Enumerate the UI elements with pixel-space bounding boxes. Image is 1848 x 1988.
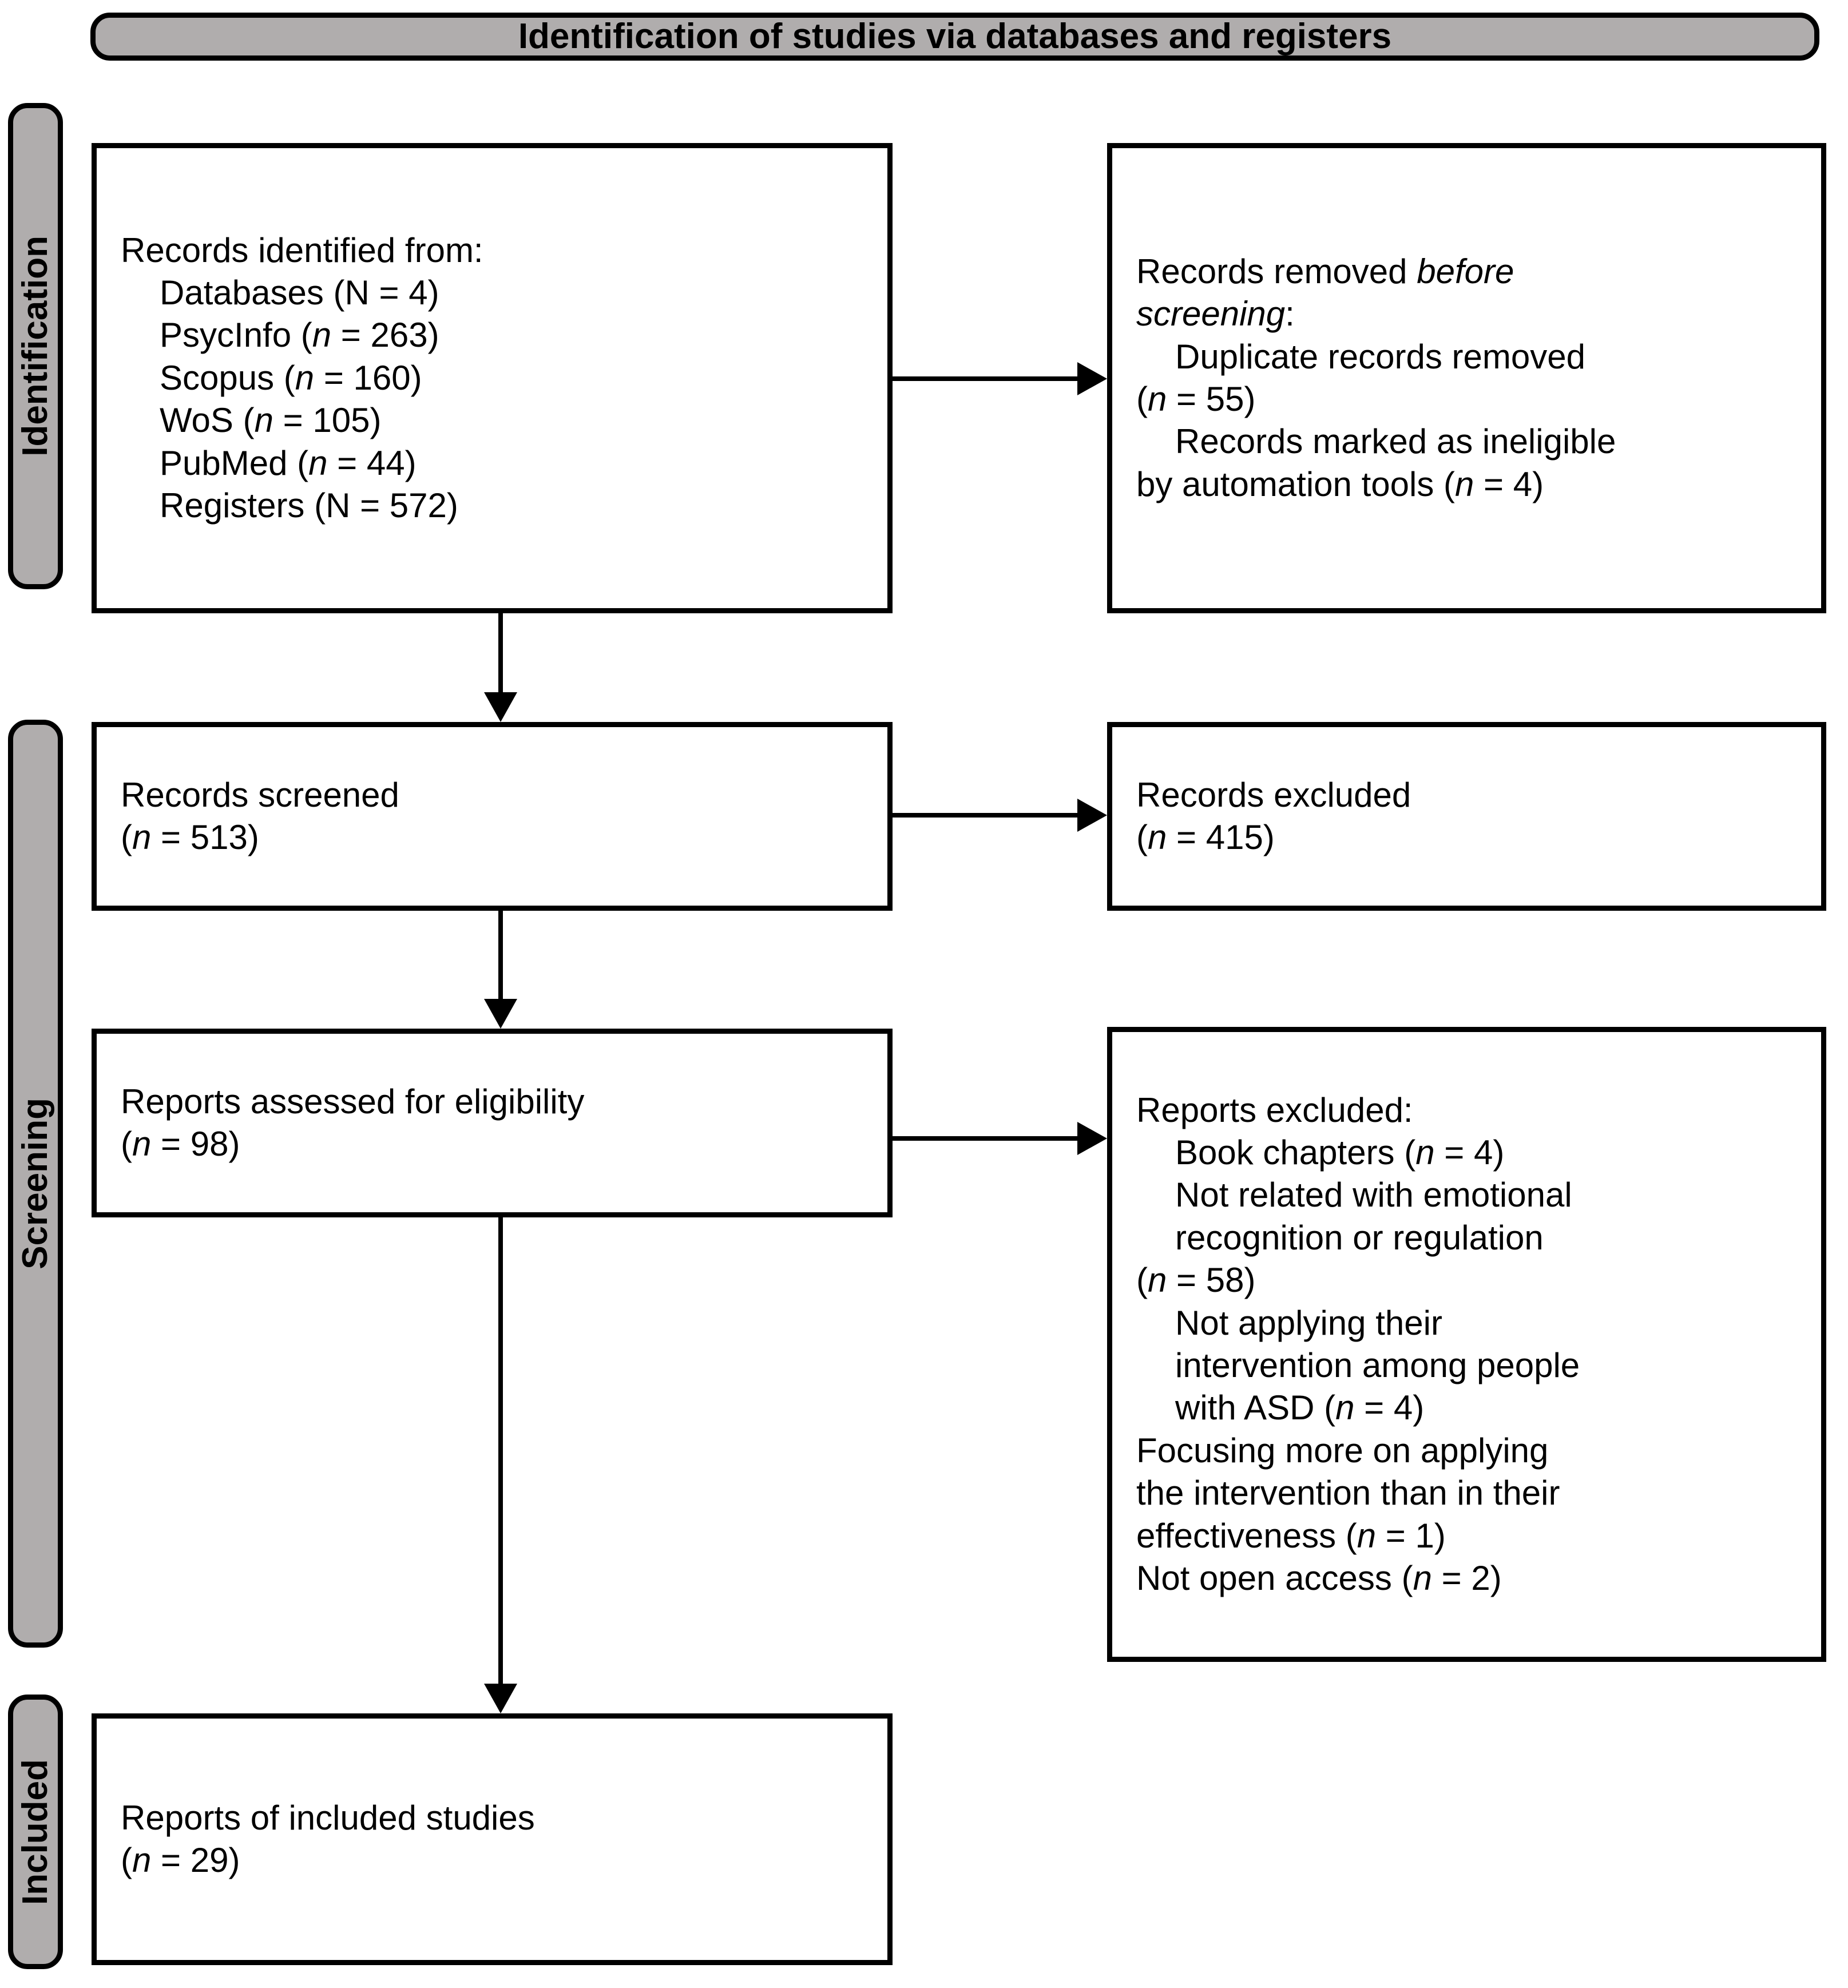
records-identified-item: Databases (N = 4) xyxy=(160,273,439,312)
reports-excluded-item: Not applying their xyxy=(1175,1303,1442,1342)
stage-band-included: Included xyxy=(8,1695,63,1969)
stage-band-identification: Identification xyxy=(8,103,63,589)
records-excluded-line2: (n = 415) xyxy=(1136,818,1275,856)
reports-excluded-item: recognition or regulation xyxy=(1175,1218,1544,1257)
reports-excluded-item: Focusing more on applying xyxy=(1136,1431,1549,1470)
diagram-header-title: Identification of studies via databases … xyxy=(518,17,1392,56)
reports-assessed-line2: (n = 98) xyxy=(121,1125,240,1163)
box-reports-excluded: Reports excluded: Book chapters (n = 4) … xyxy=(1107,1027,1826,1662)
records-identified-item: Scopus (n = 160) xyxy=(160,358,422,397)
records-screened-line2: (n = 513) xyxy=(121,818,259,856)
box-records-excluded: Records excluded (n = 415) xyxy=(1107,722,1826,911)
records-removed-title-line2: screening: xyxy=(1136,295,1295,334)
reports-excluded-title: Reports excluded: xyxy=(1136,1090,1413,1129)
reports-excluded-item: Book chapters (n = 4) xyxy=(1175,1133,1505,1172)
stage-label-screening: Screening xyxy=(15,1098,55,1269)
box-records-removed: Records removed before screening: Duplic… xyxy=(1107,143,1826,613)
records-identified-item: WoS (n = 105) xyxy=(160,401,382,440)
reports-excluded-item: Not related with emotional xyxy=(1175,1176,1572,1215)
reports-included-line1: Reports of included studies xyxy=(121,1798,535,1837)
stage-label-included: Included xyxy=(15,1759,55,1905)
records-identified-item: PsycInfo (n = 263) xyxy=(160,316,439,355)
stage-band-screening: Screening xyxy=(8,720,63,1648)
reports-excluded-item: (n = 58) xyxy=(1136,1261,1256,1300)
records-removed-item: (n = 55) xyxy=(1136,380,1256,418)
records-removed-item: by automation tools (n = 4) xyxy=(1136,465,1544,503)
records-identified-item: Registers (N = 572) xyxy=(160,486,458,525)
reports-included-line2: (n = 29) xyxy=(121,1841,240,1879)
reports-excluded-item: with ASD (n = 4) xyxy=(1175,1388,1425,1427)
records-identified-title: Records identified from: xyxy=(121,231,483,269)
records-removed-title-line1: Records removed before xyxy=(1136,252,1514,291)
box-reports-included: Reports of included studies (n = 29) xyxy=(92,1713,893,1965)
records-removed-item: Records marked as ineligible xyxy=(1175,422,1616,461)
records-excluded-line1: Records excluded xyxy=(1136,775,1411,814)
records-screened-line1: Records screened xyxy=(121,775,399,814)
reports-excluded-item: the intervention than in their xyxy=(1136,1474,1560,1513)
reports-excluded-item: intervention among people xyxy=(1175,1346,1580,1384)
reports-excluded-item: effectiveness (n = 1) xyxy=(1136,1516,1446,1555)
reports-excluded-item: Not open access (n = 2) xyxy=(1136,1558,1502,1597)
box-records-identified: Records identified from: Databases (N = … xyxy=(92,143,893,613)
box-reports-assessed: Reports assessed for eligibility (n = 98… xyxy=(92,1029,893,1217)
records-identified-item: PubMed (n = 44) xyxy=(160,443,417,482)
stage-label-identification: Identification xyxy=(15,236,55,457)
reports-assessed-line1: Reports assessed for eligibility xyxy=(121,1082,585,1121)
box-records-screened: Records screened (n = 513) xyxy=(92,722,893,911)
diagram-header-band: Identification of studies via databases … xyxy=(90,13,1819,61)
records-removed-item: Duplicate records removed xyxy=(1175,337,1585,376)
